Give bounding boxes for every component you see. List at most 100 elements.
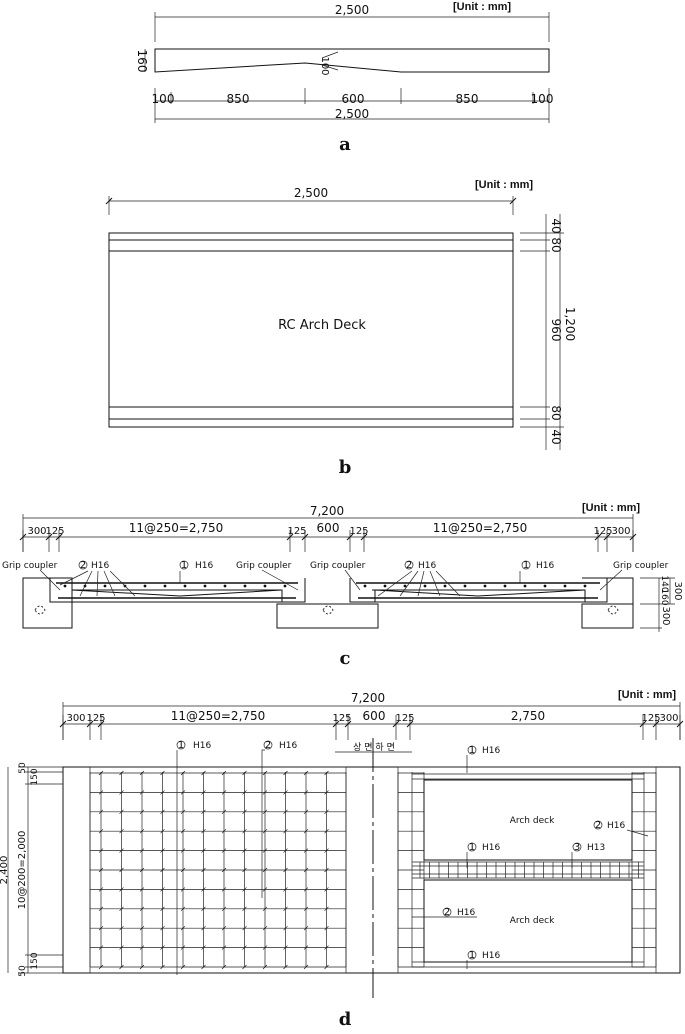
c-n2-left: 2 [80,560,86,571]
d-seg-6: 2,750 [511,709,545,723]
tie-mark [324,887,329,892]
rebar-dot [403,584,407,588]
tie-mark [180,887,186,892]
tie-mark [262,887,268,892]
tie-mark [98,906,104,912]
tie-mark [242,828,247,834]
d-left-small-1: 150 [30,768,40,785]
tie-mark [303,906,309,912]
d-h16-d: H16 [607,821,625,831]
b-right-4: 40 [549,429,563,444]
tie-mark [303,790,309,795]
d-n3: 3 [574,842,580,853]
rebar-dot [383,584,387,588]
tie-mark [139,809,145,815]
dim-tick-mark [594,533,602,541]
tie-mark [160,925,165,931]
b-total-height: 1,200 [563,307,577,341]
tie-mark [160,906,165,912]
unit-label-c: [Unit : mm] [582,502,640,514]
rebar-dot [363,584,367,588]
panel-c: 7,200 [Unit : mm] 300 125 11@250=2,750 1… [2,502,683,669]
rebar-dot [243,584,247,588]
tie-mark [242,906,247,912]
dim-tick-mark [45,533,53,541]
tie-mark [119,964,124,970]
rebar-dot [143,584,147,588]
dim-tick-mark [301,533,309,541]
d-n1-d: 1 [469,950,475,961]
tie-mark [283,809,288,815]
rebar-dot [283,584,287,588]
c-total: 7,200 [310,504,344,518]
tie-mark [201,790,206,795]
tie-mark [201,848,206,853]
tie-mark [283,964,288,970]
unit-label-a: [Unit : mm] [453,1,511,13]
c-n2-right: 2 [406,560,412,571]
tie-mark [262,867,268,873]
tie-mark [221,887,227,892]
a-mid: 100 [319,56,330,75]
c-rdim-3: 300 [660,606,671,625]
tie-mark [221,809,227,815]
tie-mark [201,925,206,931]
rebar-dot [183,584,187,588]
c-seg-6: 11@250=2,750 [433,521,528,535]
tie-mark [139,964,145,970]
tie-mark [262,790,268,795]
tie-mark [221,964,227,970]
tie-mark [119,945,124,950]
c-bar2-left: H16 [91,561,109,571]
tie-mark [139,906,145,912]
rebar-dot [203,584,207,588]
a-seg-1: 850 [227,92,250,106]
tie-mark [324,867,329,873]
d-h16-f: H16 [457,908,475,918]
tie-mark [201,906,206,912]
tie-mark [324,828,329,834]
d-seg-5: 125 [395,713,414,724]
d-left-small-2: 150 [30,952,40,969]
d-left-small-3: 50 [18,965,28,977]
c-seg-4: 600 [317,521,340,535]
tie-mark [98,828,104,834]
tie-mark [119,867,124,873]
a-seg-4: 100 [531,92,554,106]
a-seg-2: 600 [342,92,365,106]
c-bar1-right: H16 [536,561,554,571]
tie-mark [139,770,145,776]
rebar-dot [103,584,107,588]
tie-mark [139,867,145,873]
tie-mark [221,828,227,834]
dim-tick-mark [97,720,105,728]
tie-mark [242,790,247,795]
tie-mark [119,925,124,931]
tie-mark [180,828,186,834]
b-right-0: 40 [549,218,563,233]
rebar-dot [63,584,67,588]
tie-mark [201,887,206,892]
c-grip-1: Grip coupler [236,561,292,571]
tie-mark [324,964,329,970]
b-title: RC Arch Deck [278,318,366,333]
d-deck-bottom: Arch deck [510,916,555,926]
d-seg-8: 300 [659,713,678,724]
tie-mark [242,809,247,815]
tie-mark [98,770,104,776]
c-seg-1: 125 [45,526,64,537]
slab-boundary [397,766,657,974]
tie-mark [160,828,165,834]
tie-mark [139,887,145,892]
dim-tick-mark [55,533,63,541]
tie-mark [242,964,247,970]
tie-mark [180,945,186,950]
c-seg-8: 300 [611,526,630,537]
tie-mark [201,828,206,834]
tie-mark [180,770,186,776]
tie-mark [303,848,309,853]
tie-mark [262,770,268,776]
tie-mark [262,964,268,970]
dim-tick-mark [603,533,611,541]
